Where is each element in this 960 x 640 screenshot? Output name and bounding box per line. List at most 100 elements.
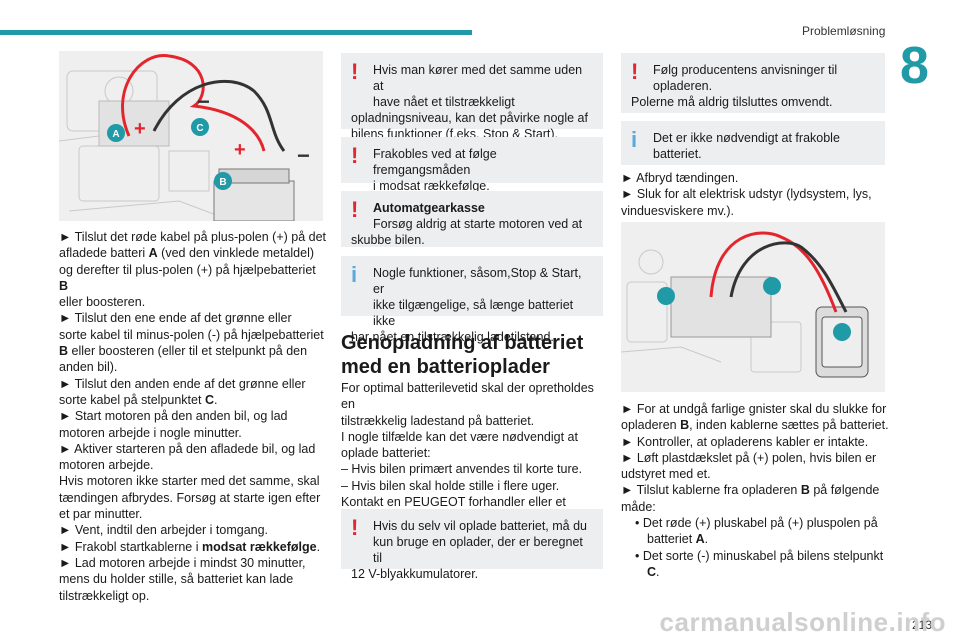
info-1-line-2: ikke tilgængelige, så længe batteriet ik… xyxy=(373,298,574,328)
text-line: ► Tilslut den ene ende af det grønne ell… xyxy=(59,311,292,326)
text-line: tændingen afbrydes. Forsøg at starte ige… xyxy=(59,490,321,505)
text-line: ► Vent, indtil den arbejder i tomgang. xyxy=(59,523,269,538)
text-line: mens du holder stille, så batteriet kan … xyxy=(59,572,294,587)
marker-a-circle xyxy=(657,287,675,305)
text-line: tilstrækkeligt op. xyxy=(59,588,150,603)
marker-c: C xyxy=(196,123,203,134)
text-line: motoren arbejde i nogle minutter. xyxy=(59,425,242,440)
text-line: eller boosteren. xyxy=(59,295,146,310)
section-title: Problemløsning xyxy=(802,24,886,38)
text-line: B eller boosteren (eller til et stelpunk… xyxy=(59,344,308,359)
sub-item-line: • Det sorte (-) minuskabel på bilens ste… xyxy=(635,548,884,563)
minus-sign-1: − xyxy=(197,89,210,114)
text-line: ► Løft plastdækslet på (+) polen, hvis b… xyxy=(621,450,877,465)
warning-icon: ! xyxy=(351,515,359,540)
info-box-2: i Det er ikke nødvendigt at frakoble bat… xyxy=(621,121,885,165)
warning-box-4: ! Hvis du selv vil oplade batteriet, må … xyxy=(341,509,603,581)
text-line: et par minutter. xyxy=(59,507,143,522)
text-line: Hvis motoren ikke starter med det samme,… xyxy=(59,474,320,489)
marker-a: A xyxy=(112,129,119,140)
warning-1-line-2: have nået et tilstrækkeligt xyxy=(373,95,515,109)
text-line: ► Afbryd tændingen. xyxy=(621,171,739,185)
heading-line-2: med en batterioplader xyxy=(341,356,550,378)
watermark: carmanualsonline.info xyxy=(659,607,946,637)
section-heading: Genopladning af batteriet med en batteri… xyxy=(341,331,583,379)
warning-box-3: ! Automatgearkasse Forsøg aldrig at star… xyxy=(341,191,603,247)
text-line: ► Tilslut kablerne fra opladeren B på fø… xyxy=(621,483,880,498)
text-line: – Hvis bilen primært anvendes til korte … xyxy=(341,462,583,477)
charger-drawing xyxy=(620,222,885,392)
jump-start-drawing: + + − − A C B xyxy=(58,51,323,222)
text-line: udstyret med et. xyxy=(621,467,711,482)
preparation-steps: ► Afbryd tændingen. ► Sluk for alt elektr… xyxy=(621,170,889,219)
text-line: opladeren B, inden kablerne sættes på ba… xyxy=(621,418,889,433)
text-line: måde: xyxy=(621,499,656,514)
header-accent-bar xyxy=(0,30,472,35)
warning-3-line-2: skubbe bilen. xyxy=(351,233,425,247)
text-line: ► Kontroller, at opladerens kabler er in… xyxy=(621,434,869,449)
jump-start-illustration: + + − − A C B xyxy=(58,51,323,222)
warning-box-5: ! Følg producentens anvisninger til opla… xyxy=(621,53,885,113)
heading-line-1: Genopladning af batteriet xyxy=(341,332,584,354)
charger-illustration xyxy=(620,222,885,392)
text-line: vinduesviskere mv.). xyxy=(621,203,734,218)
warning-4-line-1: Hvis du selv vil oplade batteriet, må du xyxy=(373,519,587,533)
warning-box-1: ! Hvis man kører med det samme uden at h… xyxy=(341,53,603,141)
text-line: motoren arbejde. xyxy=(59,458,154,473)
charging-intro-text: For optimal batterilevetid skal der opre… xyxy=(341,380,609,527)
warning-1-line-3: opladningsniveau, kan det påvirke nogle … xyxy=(351,111,588,125)
marker-b: B xyxy=(219,177,226,188)
text-line: ► Lad motoren arbejde i mindst 30 minutt… xyxy=(59,555,306,570)
marker-b-circle xyxy=(214,172,232,190)
warning-4-line-2: kun bruge en oplader, der er beregnet ti… xyxy=(373,535,583,565)
charging-steps: ► For at undgå farlige gnister skal du s… xyxy=(621,401,889,580)
text-line: oplade batteriet: xyxy=(341,446,431,461)
text-line: I nogle tilfælde kan det være nødvendigt… xyxy=(341,429,578,444)
plus-sign-a: + xyxy=(134,118,146,140)
warning-4-line-3: 12 V-blyakkumulatorer. xyxy=(351,567,479,581)
warning-2-line-1: Frakobles ved at følge fremgangsmåden xyxy=(373,147,497,177)
warning-icon: ! xyxy=(631,59,639,84)
text-line: ► Frakobl startkablerne i modsat rækkefø… xyxy=(59,539,321,554)
chapter-number: 8 xyxy=(900,37,929,95)
left-column-text: ► Tilslut det røde kabel på plus-polen (… xyxy=(59,229,327,604)
marker-a-circle xyxy=(107,124,125,142)
marker-c-circle xyxy=(191,118,209,136)
text-line: Kontakt en PEUGEOT forhandler eller et xyxy=(341,495,566,510)
sub-item-line: • Det røde (+) pluskabel på (+) pluspole… xyxy=(635,516,878,531)
text-line: ► Aktiver starteren på den afladede bil,… xyxy=(59,441,316,456)
page-number: 213 xyxy=(912,618,933,632)
plus-sign-b: + xyxy=(234,139,246,161)
sub-item-line: batteriet A. xyxy=(647,532,709,547)
info-icon: i xyxy=(631,127,638,152)
sub-item-line: C. xyxy=(647,564,660,579)
text-line: ► Sluk for alt elektrisk udstyr (lydsyst… xyxy=(621,187,872,202)
text-line: ► For at undgå farlige gnister skal du s… xyxy=(621,402,887,416)
text-line: sorte kabel til minus-polen (-) på hjælp… xyxy=(59,327,324,342)
text-line: anden bil). xyxy=(59,360,118,375)
text-line: – Hvis bilen skal holde stille i flere u… xyxy=(341,478,560,493)
info-1-line-3: har nået en tilstrækkelig ladetilstand. xyxy=(351,330,554,344)
warning-5-line-3: Polerne må aldrig tilsluttes omvendt. xyxy=(631,95,833,109)
marker-b-circle xyxy=(833,323,851,341)
marker-c-circle xyxy=(763,277,781,295)
warning-icon: ! xyxy=(351,197,359,222)
text-line: tilstrækkelig ladestand på batteriet. xyxy=(341,413,535,428)
text-line: afladede batteri A (ved den vinklede met… xyxy=(59,246,315,261)
warning-3-title: Automatgearkasse xyxy=(373,201,485,215)
warning-1-line-1: Hvis man kører med det samme uden at xyxy=(373,63,583,93)
warning-5-line-1: Følg producentens anvisninger til xyxy=(653,63,838,77)
warning-2-line-2: i modsat rækkefølge. xyxy=(373,179,490,193)
info-2-line-1: Det er ikke nødvendigt at frakoble xyxy=(653,131,840,145)
warning-icon: ! xyxy=(351,59,359,84)
text-line: ► Tilslut det røde kabel på plus-polen (… xyxy=(59,230,327,244)
info-icon: i xyxy=(351,262,358,287)
text-line: ► Tilslut den anden ende af det grønne e… xyxy=(59,376,306,391)
text-line: og derefter til plus-polen (+) på hjælpe… xyxy=(59,262,316,293)
warning-icon: ! xyxy=(351,143,359,168)
minus-sign-2: − xyxy=(297,143,310,168)
info-1-line-1: Nogle funktioner, såsom,Stop & Start, er xyxy=(373,266,582,296)
warning-3-line-1: Forsøg aldrig at starte motoren ved at xyxy=(373,217,583,231)
text-line: ► Start motoren på den anden bil, og lad xyxy=(59,409,288,424)
info-2-line-2: batteriet. xyxy=(653,147,702,161)
